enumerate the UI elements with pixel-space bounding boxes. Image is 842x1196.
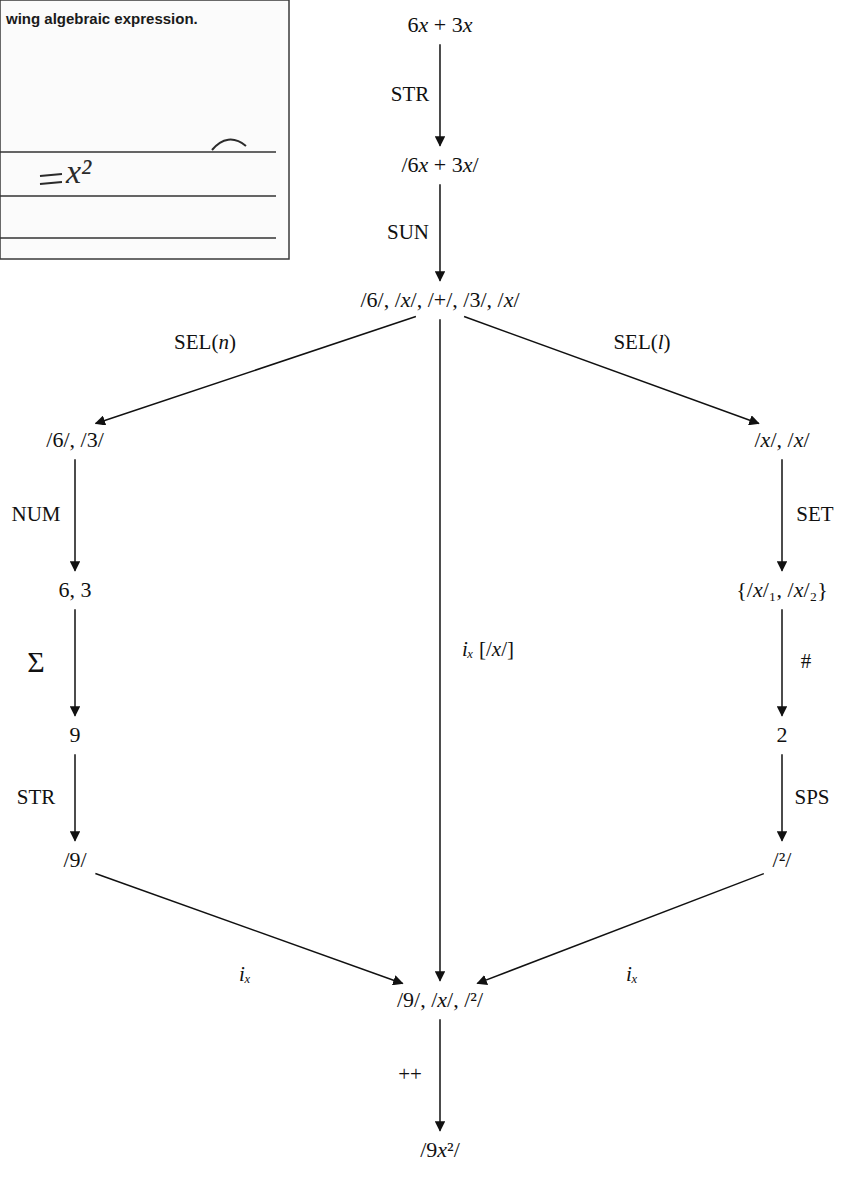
operation-label: #	[798, 648, 815, 675]
expression-node: 6x + 3x	[403, 10, 478, 40]
expression-node: 2	[772, 720, 793, 750]
flow-arrow	[781, 609, 783, 716]
operation-label: Σ	[24, 643, 47, 681]
expression-text: /x/, /x/	[754, 427, 809, 453]
answer-line	[0, 237, 276, 238]
answer-line	[0, 195, 276, 196]
operation-label: iₓ	[236, 961, 254, 988]
scan-text: wing algebraic expression.	[6, 10, 198, 28]
flow-arrow	[439, 319, 441, 981]
expression-node: /9/	[58, 845, 91, 875]
flow-arrow	[439, 44, 441, 146]
expression-text: 6x + 3x	[408, 12, 473, 38]
expression-node: /9/, /x/, /²/	[392, 985, 488, 1015]
operation-label: SUN	[384, 219, 432, 246]
expression-text: /6/, /3/	[46, 427, 104, 453]
expression-node: {/x/₁, /x/₂}	[731, 575, 833, 605]
expression-text: {/x/₁, /x/₂}	[736, 577, 828, 603]
operation-label: SET	[793, 501, 836, 528]
flow-arrow	[74, 609, 76, 716]
operation-label: SEL(n)	[171, 329, 239, 356]
expression-text: 6, 3	[59, 577, 92, 603]
flow-arrow	[96, 316, 416, 423]
operation-label: SEL(l)	[610, 329, 673, 356]
flow-arrow	[74, 754, 76, 841]
expression-node: 6, 3	[54, 575, 97, 605]
expression-node: /6/, /x/, /+/, /3/, /x/	[355, 285, 524, 315]
flow-arrow	[464, 317, 759, 424]
flow-arrow	[439, 1019, 441, 1131]
handwritten-answer: x²	[66, 152, 91, 193]
scan-border	[0, 0, 289, 259]
operation-label: iₓ [/x/]	[459, 636, 517, 663]
answer-line	[0, 151, 276, 152]
scanned-answer	[0, 0, 292, 262]
handwriting-stroke	[40, 174, 62, 184]
expression-text: /²/	[773, 847, 792, 873]
flow-arrow	[477, 874, 763, 984]
flow-arrow	[74, 459, 76, 571]
expression-node: 9	[65, 720, 86, 750]
operation-label: ++	[395, 1061, 425, 1088]
flow-arrow	[781, 754, 783, 841]
handwriting-stroke	[212, 140, 246, 150]
operation-label: NUM	[8, 501, 63, 528]
flow-arrow	[781, 459, 783, 571]
expression-node: /6x + 3x/	[396, 150, 483, 180]
operation-label: SPS	[791, 784, 832, 811]
expression-node: /6/, /3/	[41, 425, 109, 455]
operation-label: iₓ	[623, 961, 641, 988]
flow-arrow	[439, 184, 441, 281]
expression-node: /x/, /x/	[749, 425, 814, 455]
expression-text: 9	[70, 722, 81, 748]
operation-label: STR	[14, 784, 59, 811]
expression-text: /9/, /x/, /²/	[397, 987, 483, 1013]
expression-text: /6x + 3x/	[401, 152, 478, 178]
expression-text: 2	[777, 722, 788, 748]
expression-text: /9/	[63, 847, 86, 873]
expression-node: /9x²/	[415, 1135, 465, 1165]
expression-text: /9x²/	[420, 1137, 460, 1163]
expression-text: /6/, /x/, /+/, /3/, /x/	[360, 287, 519, 313]
expression-node: /²/	[768, 845, 797, 875]
operation-label: STR	[388, 81, 433, 108]
